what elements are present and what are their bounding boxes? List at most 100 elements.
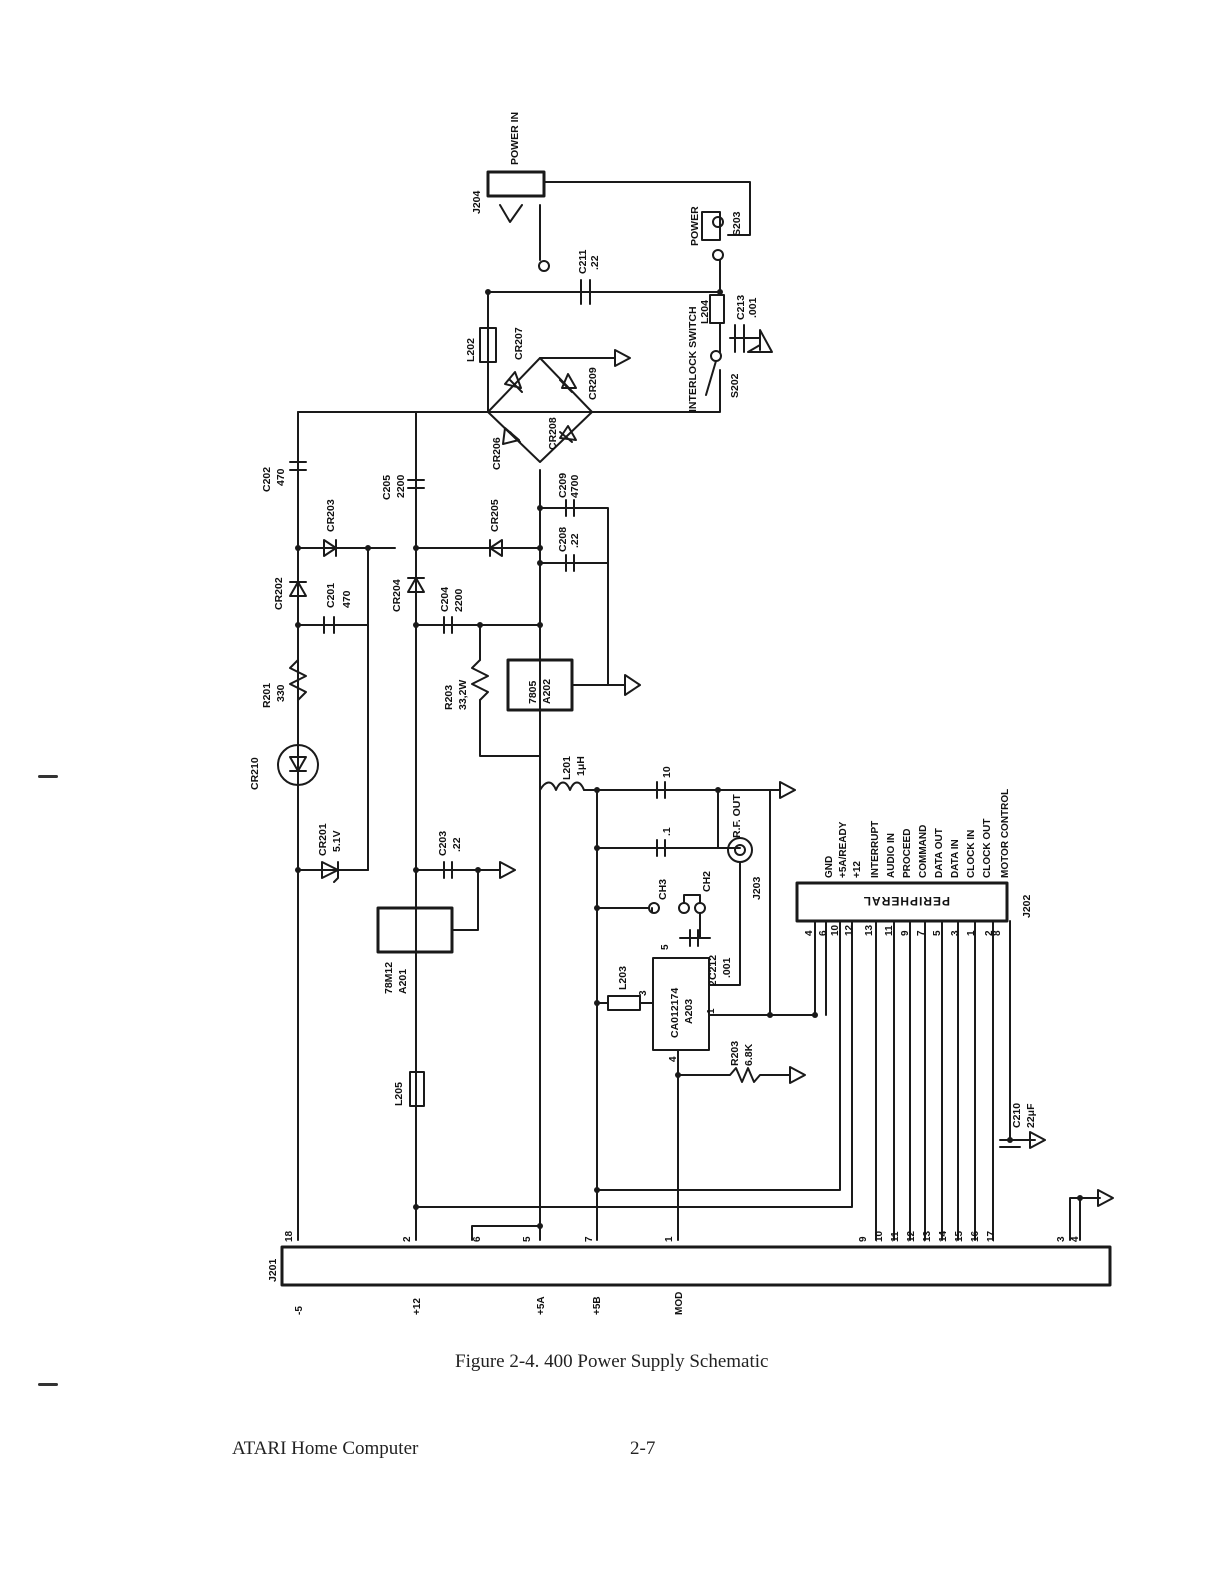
- label-l204: L204: [699, 300, 711, 324]
- label-cr202: CR202: [273, 577, 285, 610]
- wire-power-in: [543, 181, 751, 236]
- j202-pin-number: 11: [884, 925, 895, 936]
- a203-pin-number: 3: [638, 990, 649, 996]
- label-c204: C204: [439, 587, 451, 612]
- j202-pin-number: 3: [950, 930, 961, 936]
- j202-pin-number: 13: [864, 924, 875, 936]
- a203-pin-number: 1: [706, 1008, 717, 1014]
- cr201-zener: [321, 861, 339, 883]
- l201-coil: [539, 781, 585, 791]
- label-c209-val: 4700: [569, 474, 581, 498]
- label-j204: J204: [471, 190, 483, 214]
- j201-pin-number: 17: [986, 1230, 997, 1242]
- rail-label: -5: [294, 1306, 305, 1315]
- footer-title: ATARI Home Computer: [232, 1438, 419, 1459]
- j202-pin-number: 4: [804, 930, 815, 936]
- peripheral-signal-label: COMMAND: [918, 825, 929, 878]
- cr203-diode: [323, 539, 337, 557]
- label-j202: J202: [1021, 894, 1033, 918]
- j202-connector: [795, 881, 1009, 923]
- l204-inductor: [709, 294, 725, 324]
- label-c-10: 10: [661, 766, 673, 778]
- label-cr208: CR208: [547, 417, 559, 450]
- rail-label: MOD: [674, 1292, 685, 1315]
- cr204-diode: [407, 577, 425, 593]
- label-c211-val: .22: [589, 255, 601, 270]
- label-cr210: CR210: [249, 757, 261, 790]
- j202-pin-number: 9: [900, 930, 911, 936]
- wire-j204-pin: [499, 204, 541, 261]
- j202-pin-number: 2: [984, 930, 995, 936]
- label-cr203: CR203: [325, 499, 337, 532]
- rail-label: +5B: [592, 1296, 603, 1315]
- j202-pin-number: 10: [830, 924, 841, 936]
- l203-inductor: [607, 995, 641, 1011]
- label-c202: C202: [261, 467, 273, 492]
- label-c213: C213: [735, 295, 747, 320]
- peripheral-signal-label: MOTOR CONTROL: [1000, 789, 1011, 878]
- peripheral-signal-label: PROCEED: [902, 829, 913, 878]
- peripheral-signal-label: GND: [824, 856, 835, 878]
- peripheral-signal-label: CLOCK IN: [966, 830, 977, 878]
- j201-pin-number: 14: [938, 1230, 949, 1242]
- j201-pin-number: 2: [402, 1236, 413, 1242]
- j202-pin-number: 7: [916, 930, 927, 936]
- label-cr204: CR204: [391, 579, 403, 612]
- label-j203: J203: [751, 876, 763, 900]
- label-r203b-val: 6.8K: [743, 1043, 755, 1066]
- bridge-rectifier: [487, 357, 593, 463]
- j204-jack: [486, 170, 546, 198]
- label-l201-val: 1μH: [575, 756, 587, 776]
- a203-pin-number: 5: [660, 944, 671, 950]
- j202-pin-number: 5: [932, 930, 943, 936]
- label-c201: C201: [325, 583, 337, 608]
- peripheral-signal-label: DATA IN: [950, 839, 961, 878]
- label-l201: L201: [561, 756, 573, 780]
- label-cr206: CR206: [491, 437, 503, 470]
- peripheral-signal-label: AUDIO IN: [886, 833, 897, 878]
- label-c208: C208: [557, 527, 569, 552]
- j202-pin-number: 12: [844, 924, 855, 936]
- peripheral-signal-label: DATA OUT: [934, 828, 945, 878]
- j202-pin-number: 8: [992, 930, 1003, 936]
- cr205-diode: [489, 539, 503, 557]
- wire-c211: [487, 259, 721, 293]
- label-a202-part: 7805: [527, 680, 539, 704]
- peripheral-signal-label: CLOCK OUT: [982, 819, 993, 878]
- j202-pin-number: 1: [966, 930, 977, 936]
- label-peripheral: PERIPHERAL: [863, 894, 950, 908]
- label-c205: C205: [381, 475, 393, 500]
- label-cr201-val: 5.1V: [331, 830, 343, 852]
- rail-label: +12: [412, 1298, 423, 1315]
- page-number: 2-7: [630, 1438, 656, 1459]
- label-r203a: R203: [443, 685, 455, 710]
- peripheral-signal-label: INTERRUPT: [870, 821, 881, 878]
- label-c202-val: 470: [275, 468, 287, 486]
- label-c210-val: 22μF: [1025, 1103, 1037, 1128]
- j201-connector: [280, 1245, 1112, 1287]
- r203b-resistor: [677, 1067, 791, 1083]
- label-c204-val: 2200: [453, 588, 465, 612]
- j201-pin-number: 9: [858, 1236, 869, 1242]
- label-r201-val: 330: [275, 684, 287, 702]
- r203a-resistor: [471, 659, 489, 701]
- label-c210: C210: [1011, 1103, 1023, 1128]
- label-a203: A203: [683, 999, 695, 1024]
- j202-pin-number: 6: [818, 930, 829, 936]
- j201-pin-number: 11: [890, 1231, 901, 1242]
- label-interlock-switch: INTERLOCK SWITCH: [687, 306, 699, 412]
- label-a202: A202: [541, 679, 553, 704]
- a203-modulator: [652, 957, 710, 1051]
- label-r203a-val: 33,2W: [457, 680, 469, 710]
- j201-pin-number: 1: [664, 1236, 675, 1242]
- peripheral-signal-label: +5A/READY: [838, 821, 849, 878]
- j201-pin-number: 15: [954, 1230, 965, 1242]
- l205-inductor: [409, 1071, 425, 1107]
- label-j201: J201: [267, 1258, 279, 1282]
- label-a203-part: CA012174: [669, 988, 681, 1038]
- label-ch3: CH3: [657, 879, 669, 900]
- label-rf-out: R.F. OUT: [731, 794, 743, 838]
- j201-pin-number: 7: [584, 1236, 595, 1242]
- label-l205: L205: [393, 1082, 405, 1106]
- label-c212-val: .001: [721, 957, 733, 978]
